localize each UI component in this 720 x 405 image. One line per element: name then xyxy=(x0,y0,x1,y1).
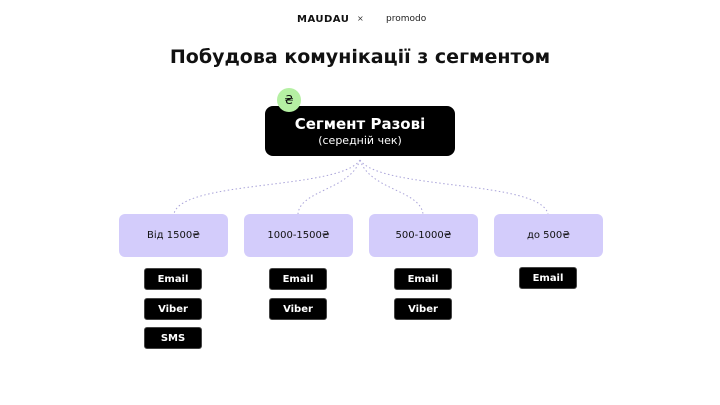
channel-email: Email xyxy=(269,268,327,290)
channel-sms: SMS xyxy=(144,327,202,349)
segment-node: Від 1500₴ xyxy=(119,214,228,257)
segment-node: 500-1000₴ xyxy=(369,214,478,257)
channel-email: Email xyxy=(144,268,202,290)
segment-node: 1000-1500₴ xyxy=(244,214,353,257)
root-title: Сегмент Разові xyxy=(294,115,426,133)
channel-viber: Viber xyxy=(144,297,202,320)
segment-node: до 500₴ xyxy=(494,214,603,257)
logo-separator: × xyxy=(357,14,364,23)
channel-viber: Viber xyxy=(394,297,452,320)
root-segment-node: Сегмент Разові (середній чек) xyxy=(265,106,455,156)
connector-1 xyxy=(173,159,361,215)
connector-4 xyxy=(359,159,549,215)
page-title: Побудова комунікації з сегментом xyxy=(169,46,551,68)
root-subtitle: (середній чек) xyxy=(318,134,402,147)
channel-email: Email xyxy=(394,268,452,290)
promodo-logo: promodo xyxy=(386,14,427,24)
maudau-logo: MAUDAU xyxy=(297,14,350,25)
channel-email: Email xyxy=(519,267,577,289)
channel-viber: Viber xyxy=(269,297,327,320)
hryvnia-badge-icon: ₴ xyxy=(277,88,301,112)
